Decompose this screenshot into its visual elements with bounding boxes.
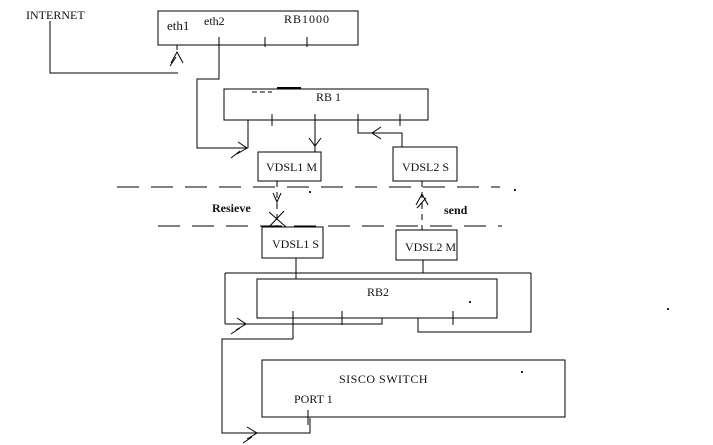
arrow-right-into-port1	[242, 426, 258, 444]
rb2-port-ticks	[341, 311, 454, 325]
internet-label: INTERNET	[26, 8, 85, 22]
rb1000-port-ticks	[264, 37, 308, 47]
vdsl1-master-box	[257, 151, 322, 182]
connection-eth2-to-rb1	[196, 37, 249, 159]
dashed-link-vdsl2m-to-vdsl2s	[415, 181, 429, 230]
cisco-switch-node: SISCO SWITCH PORT 1	[261, 359, 566, 425]
vdsl1-master-label: VDSL1 M	[266, 160, 317, 174]
arrow-right-into-rb2	[230, 317, 247, 335]
eth2-port-label: eth2	[204, 14, 225, 28]
cisco-switch-label: SISCO SWITCH	[339, 372, 428, 386]
vdsl1-slave-box	[261, 226, 324, 259]
vdsl1-slave-label: VDSL1 S	[272, 237, 319, 251]
connection-rb1-to-vdsl1m	[308, 114, 322, 152]
vdsl2-master-node: VDSL2 M	[395, 229, 458, 261]
arrow-down-receive	[267, 192, 287, 229]
eth1-port-label: eth1	[167, 18, 189, 33]
rb2-label: RB2	[367, 285, 389, 299]
arrow-up-into-eth1	[169, 50, 184, 67]
rb1-box	[223, 88, 429, 121]
rb1-node: RB 1	[223, 87, 429, 126]
rb1-label: RB 1	[316, 90, 341, 104]
dashed-link-vdsl1m-to-vdsl1s	[267, 181, 287, 229]
receive-flow-label: Resieve	[212, 201, 251, 215]
vdsl2-slave-label: VDSL2 S	[402, 160, 449, 174]
rb1000-node: eth1 eth2 RB1000	[157, 10, 359, 47]
port1-label: PORT 1	[294, 392, 333, 406]
rb2-node: RB2	[256, 278, 498, 325]
rb1000-label: RB1000	[284, 12, 330, 26]
internet-node: INTERNET	[26, 8, 85, 22]
vdsl2-slave-node: VDSL2 S	[392, 146, 458, 182]
send-flow-label: send	[444, 203, 468, 217]
arrow-up-send	[415, 192, 429, 209]
vdsl2-master-box	[395, 229, 458, 261]
rb1000-box	[157, 10, 359, 46]
stray-dots	[308, 188, 670, 374]
vdsl2-slave-box	[392, 146, 458, 182]
connection-rb2-to-switch	[221, 311, 311, 444]
connection-rb1-to-vdsl2s	[357, 114, 403, 147]
rb1-smudge-marks	[252, 87, 301, 93]
vdsl2-master-label: VDSL2 M	[405, 240, 456, 254]
arrow-right-into-rb1	[230, 141, 248, 159]
cisco-switch-box	[261, 359, 566, 418]
vdsl1-master-node: VDSL1 M	[257, 151, 322, 182]
rb2-box	[256, 278, 498, 319]
vdsl1-slave-node: VDSL1 S	[261, 226, 324, 259]
arrow-left-toward-rb1	[371, 126, 382, 140]
arrow-down-into-vdsl1m	[308, 137, 322, 147]
rb1-port-ticks	[271, 114, 401, 126]
